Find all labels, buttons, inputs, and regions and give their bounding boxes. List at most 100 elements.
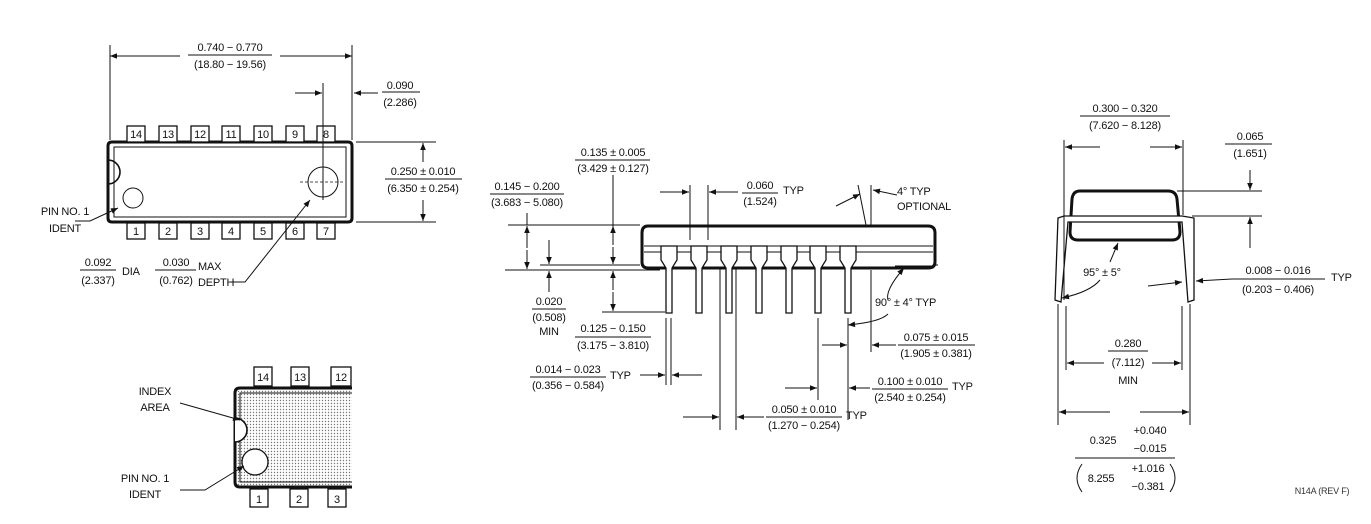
dia-mm: (2.337) (81, 275, 114, 287)
pitch-typ: TYP (952, 381, 973, 393)
lead (839, 245, 857, 314)
offset-inch: 0.090 (387, 80, 414, 92)
pin-number: 8 (323, 129, 329, 141)
gap-mm: (1.651) (1233, 148, 1266, 160)
outer-span-mm: 8.255 (1088, 473, 1115, 485)
pin-number: 13 (294, 372, 306, 384)
end-offset-mm: (1.905 ± 0.381) (900, 348, 972, 360)
leads (660, 245, 857, 314)
lead-width-mm: (0.356 − 0.584) (532, 380, 604, 392)
gap-inch: 0.065 (1237, 131, 1264, 143)
outer-span-inch-plus: +0.040 (1134, 425, 1167, 437)
pitch-mm: (2.540 ± 0.254) (874, 392, 946, 404)
index-area-label: AREA (140, 402, 170, 414)
inner-span-min: MIN (1118, 375, 1138, 387)
pin-number: 14 (257, 372, 269, 384)
top-pin-row: 14 13 12 11 10 9 8 (126, 125, 336, 143)
dia-inch: 0.092 (85, 257, 112, 269)
lead-thickness-mm: (0.203 − 0.406) (1242, 284, 1314, 296)
lead-thickness-typ: TYP (1331, 272, 1352, 284)
lead (750, 245, 768, 314)
inner-span-mm: (7.112) (1112, 357, 1145, 369)
lead-length-mm: (3.175 − 3.810) (577, 340, 649, 352)
upper-width-inch: 0.050 ± 0.010 (772, 404, 837, 416)
standoff-mm: (0.508) (532, 312, 565, 324)
end-width-mm: (7.620 − 8.128) (1089, 120, 1161, 132)
depth-label: MAX (198, 261, 222, 273)
pin-number: 10 (257, 129, 269, 141)
body-height-mm: (3.429 ± 0.127) (577, 163, 649, 175)
lead-angle: 90° ± 4° TYP (875, 297, 936, 309)
lead-width-inch: 0.014 − 0.023 (536, 364, 601, 376)
lead-profile (1054, 215, 1195, 303)
package-inner-edge (113, 146, 347, 218)
depth-mm: (0.762) (159, 275, 192, 287)
lead-length-inch: 0.125 − 0.150 (581, 323, 646, 335)
standoff-inch: 0.020 (536, 296, 563, 308)
pin-number: 2 (296, 494, 302, 506)
pin1-label: PIN NO. 1 (41, 206, 89, 218)
pin-number: 5 (260, 226, 266, 238)
end-offset-inch: 0.075 ± 0.015 (904, 332, 969, 344)
pin-number: 9 (292, 129, 298, 141)
package-body-side (640, 224, 937, 270)
lead-spread-angle: 95° ± 5° (1083, 267, 1121, 279)
outer-span-inch: 0.325 (1090, 435, 1117, 447)
lead (720, 245, 738, 314)
pin-number: 13 (162, 129, 174, 141)
pin-number: 1 (133, 226, 139, 238)
pin-number: 11 (225, 129, 236, 141)
side-view: 0.135 ± 0.005 (3.429 ± 0.127) 0.125 − 0.… (490, 147, 975, 432)
shoulder-typ: TYP (783, 185, 804, 197)
width-mm: (6.350 ± 0.254) (387, 183, 459, 195)
end-width-inch: 0.300 − 0.320 (1093, 103, 1158, 115)
pin1-label: PIN NO. 1 (121, 473, 169, 485)
shoulder-inch: 0.060 (747, 180, 774, 192)
dia-label: DIA (122, 266, 141, 278)
bottom-pin-row: 1 2 3 4 5 6 7 (126, 222, 336, 240)
pin-number: 6 (292, 226, 298, 238)
pin-number: 14 (130, 129, 142, 141)
depth-inch: 0.030 (163, 257, 190, 269)
length-inch: 0.740 − 0.770 (198, 42, 263, 54)
seated-height-mm: (3.683 − 5.080) (491, 197, 563, 209)
seated-height-inch: 0.145 − 0.200 (495, 181, 560, 193)
upper-width-typ: TYP (846, 410, 867, 422)
offset-mm: (2.286) (383, 97, 416, 109)
pin-number: 12 (194, 129, 206, 141)
lead-width-typ: TYP (610, 370, 631, 382)
pin1-ident-dot (122, 187, 144, 209)
pitch-inch: 0.100 ± 0.010 (878, 376, 943, 388)
pin-number: 1 (256, 494, 262, 506)
package-body-end (1068, 189, 1182, 242)
depth-label: DEPTH (198, 277, 235, 289)
upper-width-mm: (1.270 − 0.254) (768, 420, 840, 432)
width-inch: 0.250 ± 0.010 (391, 166, 456, 178)
pin-number: 7 (323, 226, 329, 238)
index-area-inset: 14 13 12 1 2 3 INDEX AREA PIN NO. 1 IDEN… (121, 366, 352, 508)
pin-number: 12 (335, 372, 347, 384)
draft-optional: OPTIONAL (897, 201, 951, 213)
length-mm: (18.80 − 19.56) (194, 59, 266, 71)
outer-span-mm-plus: +1.016 (1132, 463, 1165, 475)
outer-span-inch-minus: −0.015 (1134, 443, 1167, 455)
pin-number: 2 (165, 226, 171, 238)
body-height-inch: 0.135 ± 0.005 (581, 147, 646, 159)
lead-thickness-inch: 0.008 − 0.016 (1246, 265, 1311, 277)
lead (690, 245, 708, 314)
pin1-label: IDENT (49, 223, 81, 235)
index-area-label: INDEX (139, 386, 172, 398)
notch (107, 159, 121, 185)
pin-number: 3 (334, 494, 340, 506)
lead (660, 245, 678, 314)
package-body (106, 140, 354, 224)
shoulder-mm: (1.524) (743, 196, 776, 208)
draft-angle: 4° TYP (897, 186, 931, 198)
pin-number: 3 (197, 226, 203, 238)
outer-span-mm-minus: −0.381 (1132, 481, 1165, 493)
inner-span-inch: 0.280 (1115, 338, 1142, 350)
pin-number: 4 (228, 226, 234, 238)
lead (809, 245, 827, 314)
